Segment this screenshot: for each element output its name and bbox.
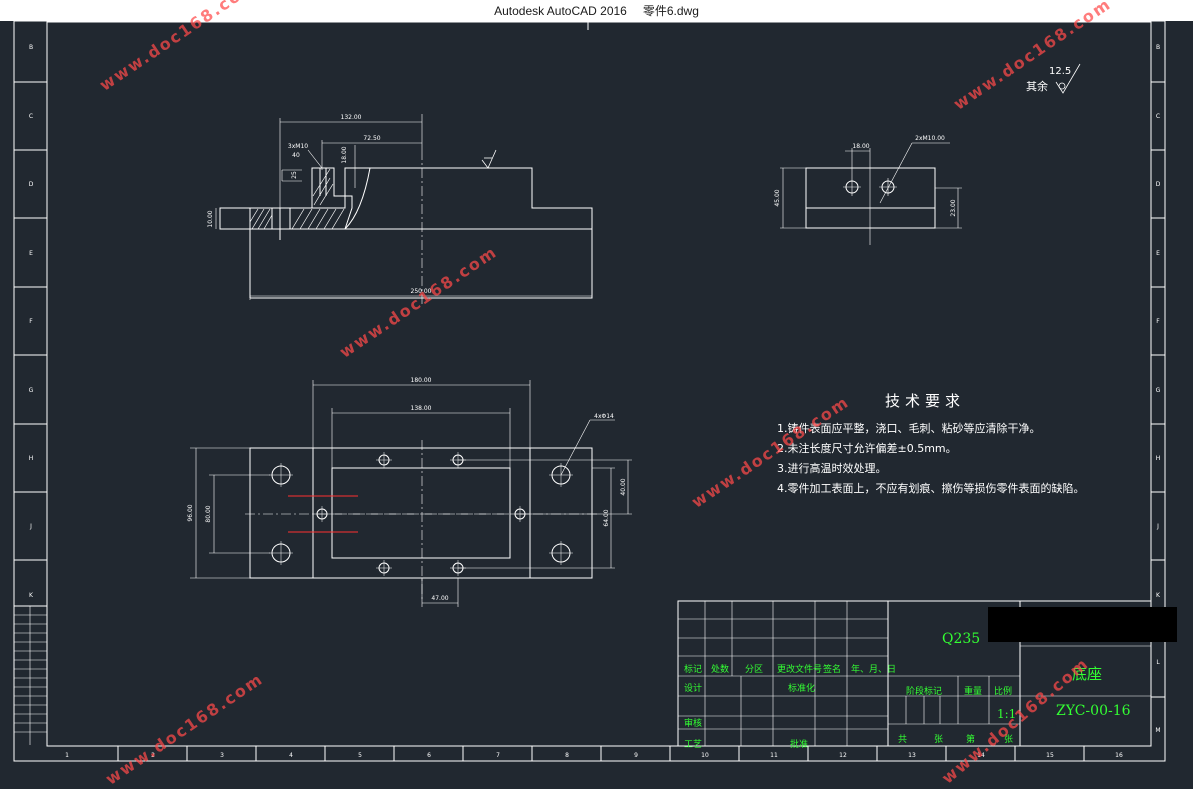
frame-left-c: C [29, 113, 33, 120]
tb-process: 工艺 [684, 740, 703, 750]
tb-sheets-unit1: 张 [934, 735, 944, 745]
dim-1000: 10.00 [207, 210, 214, 227]
dim-4x14: 4xΦ14 [594, 413, 614, 420]
dim-250: 250.00 [411, 288, 432, 295]
outer-frame [13, 20, 1166, 762]
tech-title: 技术要求 [885, 392, 966, 410]
material-label: Q235 [942, 631, 981, 647]
tb-header-change-doc: 更改文件号 [777, 665, 823, 675]
window-title-bar: Autodesk AutoCAD 2016 零件6.dwg [0, 0, 1193, 21]
dim-plan-r1: 40.00 [620, 478, 627, 495]
frame-left-h: H [29, 455, 34, 462]
app-title: Autodesk AutoCAD 2016 [494, 3, 627, 18]
frame-right-m: M [1155, 727, 1160, 734]
roughness-note: 其余 [1026, 78, 1048, 94]
plan-view [190, 380, 632, 607]
tb-header-zone: 分区 [745, 665, 764, 675]
frame-bottom-11: 11 [770, 752, 778, 759]
tb-standardize: 标准化 [788, 684, 816, 694]
tb-stage: 阶段标记 [906, 687, 943, 697]
tb-approve: 批准 [790, 740, 809, 750]
dim-138: 138.00 [411, 405, 432, 412]
frame-right-f: F [1156, 318, 1160, 325]
tech-item-1: 1.铸件表面应平整，浇口、毛刺、粘砂等应清除干净。 [777, 422, 1041, 435]
dim-25: 25 [291, 171, 298, 179]
frame-bottom-3: 3 [220, 752, 224, 759]
dim-72: 72.50 [363, 135, 380, 142]
tb-header-date: 年、月、日 [851, 665, 897, 675]
dim-180: 180.00 [411, 377, 432, 384]
dim-2300: 23.00 [950, 199, 957, 216]
roughness-value: 12.5 [1049, 66, 1072, 77]
frame-right-e: E [1156, 250, 1160, 257]
dim-1800-side: 18.00 [852, 143, 869, 150]
frame-bottom-10: 10 [701, 752, 709, 759]
dim-40: 40 [292, 152, 300, 159]
frame-left-d: D [29, 181, 34, 188]
part-name: 底座 [1072, 665, 1103, 683]
frame-bottom-9: 9 [634, 752, 638, 759]
frame-right-l: L [1156, 659, 1160, 666]
frame-bottom-4: 4 [289, 752, 293, 759]
frame-left-e: E [29, 250, 33, 257]
frame-bottom-6: 6 [427, 752, 431, 759]
frame-bottom-14: 14 [977, 752, 985, 759]
dim-132: 132.00 [341, 114, 362, 121]
roughness-label: 其余 [1026, 80, 1048, 93]
frame-right-k: K [1156, 592, 1161, 599]
frame-bottom-5: 5 [358, 752, 362, 759]
title-block-lines [677, 600, 1152, 747]
side-view [780, 142, 962, 245]
tech-item-3: 3.进行高温时效处理。 [777, 462, 887, 475]
frame-left-k: K [29, 592, 34, 599]
tb-sheets-unit2: 张 [1004, 735, 1014, 745]
tech-item-4: 4.零件加工表面上，不应有划痕、擦伤等损伤零件表面的缺陷。 [777, 482, 1085, 495]
tb-sheets-total: 共 [898, 735, 908, 745]
front-view [215, 114, 593, 305]
tb-ratio: 比例 [994, 687, 1013, 697]
tb-weight: 重量 [964, 687, 983, 697]
frame-bottom-8: 8 [565, 752, 569, 759]
frame-right-d: D [1156, 181, 1161, 188]
dim-2xm10: 2xM10.00 [915, 135, 945, 142]
drawing-number: ZYC-00-16 [1056, 703, 1131, 719]
dim-3xm10: 3xM10 [288, 143, 308, 150]
frame-left-f: F [29, 318, 33, 325]
dim-plan-bottom: 47.00 [431, 595, 448, 602]
frame-right-g: G [1156, 387, 1161, 394]
frame-right-h: H [1156, 455, 1161, 462]
frame-right-c: C [1156, 113, 1160, 120]
scale-value: 1:1 [997, 707, 1017, 721]
frame-bottom-1: 1 [65, 752, 69, 759]
tb-design: 设计 [684, 684, 703, 694]
dim-plan-left2: 80.00 [205, 505, 212, 522]
dim-4500: 45.00 [774, 189, 781, 206]
redacted-box [988, 607, 1177, 642]
tb-header-sign: 签名 [823, 665, 842, 675]
file-title: 零件6.dwg [642, 4, 699, 18]
tb-header-count: 处数 [711, 665, 730, 675]
frame-left-b: B [29, 44, 33, 51]
frame-left-g: G [29, 387, 34, 394]
frame-right-j: J [1156, 523, 1159, 530]
frame-bottom-12: 12 [839, 752, 847, 759]
frame-bottom-7: 7 [496, 752, 500, 759]
frame-bottom-16: 16 [1115, 752, 1123, 759]
dim-1800-top: 18.00 [341, 146, 348, 163]
tech-item-2: 2.未注长度尺寸允许偏差±0.5mm。 [777, 442, 957, 455]
frame-left-j: J [29, 523, 32, 530]
tb-sheets-no: 第 [966, 735, 976, 745]
inner-frame [46, 21, 1152, 747]
tb-header-mark: 标记 [684, 665, 703, 675]
tech-requirements: 技术要求 1.铸件表面应平整，浇口、毛刺、粘砂等应清除干净。 2.未注长度尺寸允… [777, 390, 1085, 499]
tb-review: 审核 [684, 719, 703, 729]
frame-right-b: B [1156, 44, 1160, 51]
cad-drawing: B C D E F G H J K B C D E F G H J K L M … [13, 20, 1166, 762]
frame-bottom-15: 15 [1046, 752, 1054, 759]
frame-bottom-13: 13 [908, 752, 916, 759]
dim-plan-r2: 64.00 [603, 509, 610, 526]
frame-bottom-2: 2 [151, 752, 155, 759]
dim-plan-left: 96.00 [187, 504, 194, 521]
